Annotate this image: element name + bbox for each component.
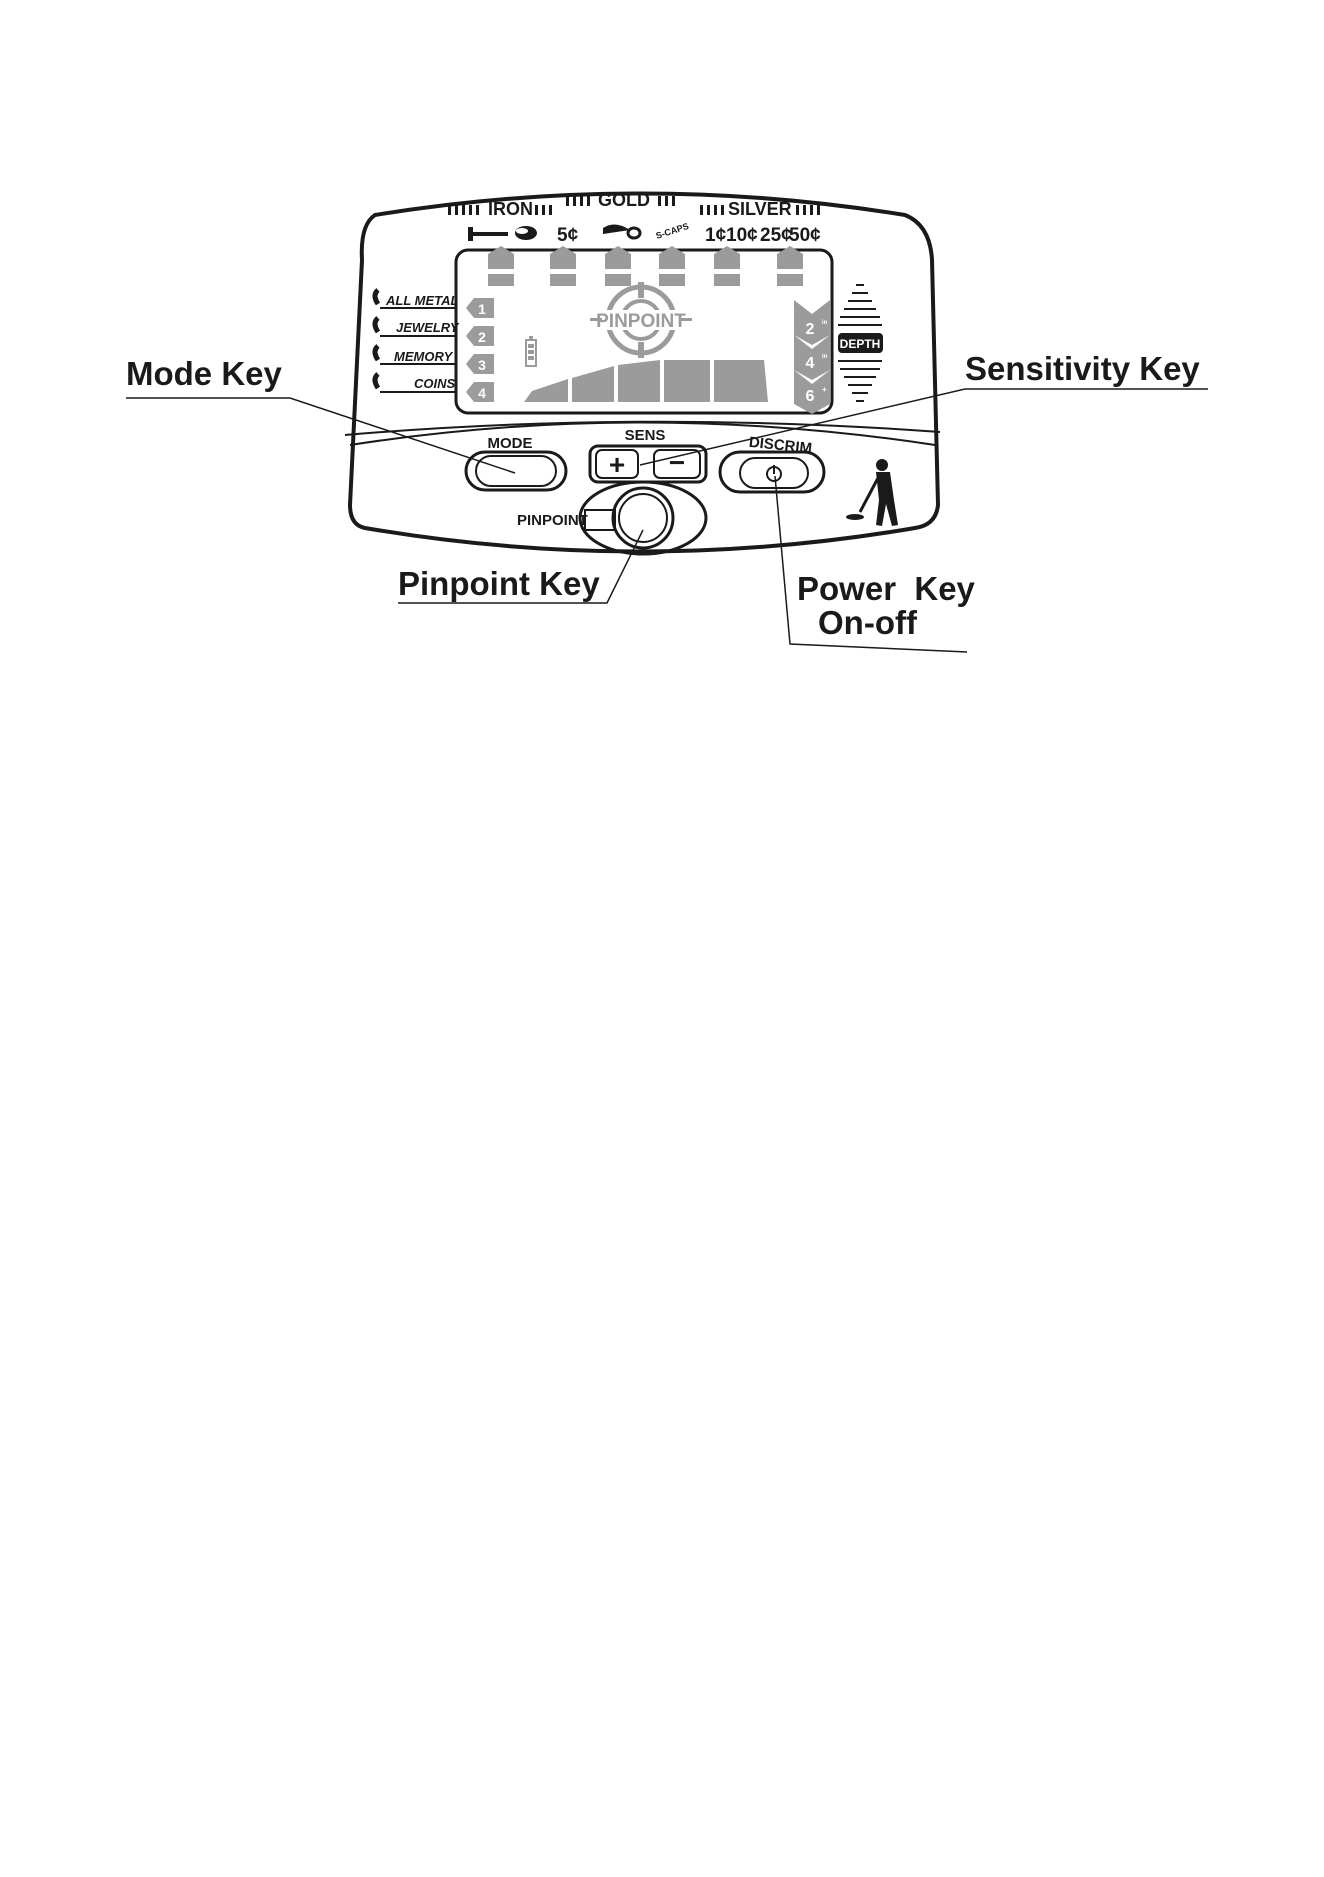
nail-icon bbox=[468, 227, 508, 241]
label-50-cent: 50¢ bbox=[789, 225, 821, 246]
svg-text:6: 6 bbox=[806, 388, 815, 405]
callout-power-key: Power Key bbox=[797, 570, 976, 607]
id-segment-bar bbox=[714, 274, 740, 286]
signal-strength-bars bbox=[524, 360, 768, 402]
svg-text:COINS: COINS bbox=[414, 376, 456, 391]
pinpoint-button[interactable] bbox=[580, 482, 706, 554]
discrim-power-button[interactable] bbox=[720, 452, 824, 492]
callout-pinpoint-key: Pinpoint Key bbox=[398, 565, 600, 602]
id-segment-bar bbox=[659, 274, 685, 286]
label-1-cent: 1¢ bbox=[705, 225, 727, 246]
label-10-cent: 10¢ bbox=[726, 225, 758, 246]
svg-text:4: 4 bbox=[806, 355, 815, 372]
label-s-caps: S-CAPS bbox=[655, 221, 690, 241]
mode-item-jewelry: JEWELRY 2 bbox=[375, 318, 494, 346]
mode-key-leader bbox=[126, 398, 515, 473]
label-5-cent: 5¢ bbox=[557, 225, 579, 246]
callout-sensitivity-key: Sensitivity Key bbox=[965, 350, 1200, 387]
sens-button-frame bbox=[590, 446, 706, 482]
callout-power-key-on-off: On-off bbox=[818, 604, 918, 641]
id-segment-bar bbox=[488, 274, 514, 286]
svg-text:1: 1 bbox=[478, 301, 486, 317]
detectorist-icon bbox=[846, 459, 898, 526]
svg-text:ALL METAL: ALL METAL bbox=[385, 293, 459, 308]
pull-tab-icon bbox=[603, 224, 640, 238]
sens-minus-button[interactable]: − bbox=[654, 447, 700, 478]
svg-text:in: in bbox=[822, 320, 828, 326]
svg-text:JEWELRY: JEWELRY bbox=[396, 320, 460, 335]
svg-text:in: in bbox=[822, 354, 828, 360]
svg-text:+: + bbox=[822, 385, 827, 394]
label-25-cent: 25¢ bbox=[760, 225, 792, 246]
id-segment-bar bbox=[550, 274, 576, 286]
svg-text:2: 2 bbox=[478, 329, 486, 345]
svg-text:MEMORY: MEMORY bbox=[394, 349, 454, 364]
depth-level-2in: 2 in bbox=[794, 300, 830, 345]
mode-item-memory: MEMORY 3 bbox=[375, 346, 494, 374]
svg-text:+: + bbox=[609, 449, 625, 480]
svg-text:2: 2 bbox=[806, 321, 815, 338]
pinpoint-button-label: PINPOINT bbox=[517, 512, 588, 529]
sens-button-label: SENS bbox=[625, 427, 666, 444]
label-silver: SILVER bbox=[728, 199, 792, 219]
mode-button-label: MODE bbox=[488, 435, 533, 452]
svg-text:4: 4 bbox=[478, 385, 486, 401]
mode-item-coins: COINS 4 bbox=[375, 374, 494, 402]
callout-mode-key: Mode Key bbox=[126, 355, 283, 392]
label-gold: GOLD bbox=[598, 190, 650, 210]
bottle-cap-highlight bbox=[516, 228, 528, 234]
battery-icon bbox=[526, 336, 536, 366]
label-iron: IRON bbox=[488, 199, 533, 219]
pinpoint-label-box bbox=[585, 510, 615, 530]
power-icon bbox=[767, 465, 781, 481]
depth-level-indicators: 2 in 4 in 6 + bbox=[794, 300, 830, 414]
mode-item-all-metal: ALL METAL 1 bbox=[375, 290, 494, 318]
id-segment-bar bbox=[777, 274, 803, 286]
depth-label: DEPTH bbox=[840, 337, 881, 351]
mode-list: ALL METAL 1 JEWELRY 2 MEMORY 3 COINS 4 bbox=[375, 290, 494, 402]
svg-text:3: 3 bbox=[478, 357, 486, 373]
mode-button[interactable] bbox=[466, 452, 566, 490]
sens-plus-button[interactable]: + bbox=[596, 449, 638, 480]
lcd-pinpoint-label: PINPOINT bbox=[596, 311, 686, 332]
target-id-segments bbox=[488, 246, 803, 286]
svg-text:−: − bbox=[669, 447, 685, 478]
id-segment-bar bbox=[605, 274, 631, 286]
